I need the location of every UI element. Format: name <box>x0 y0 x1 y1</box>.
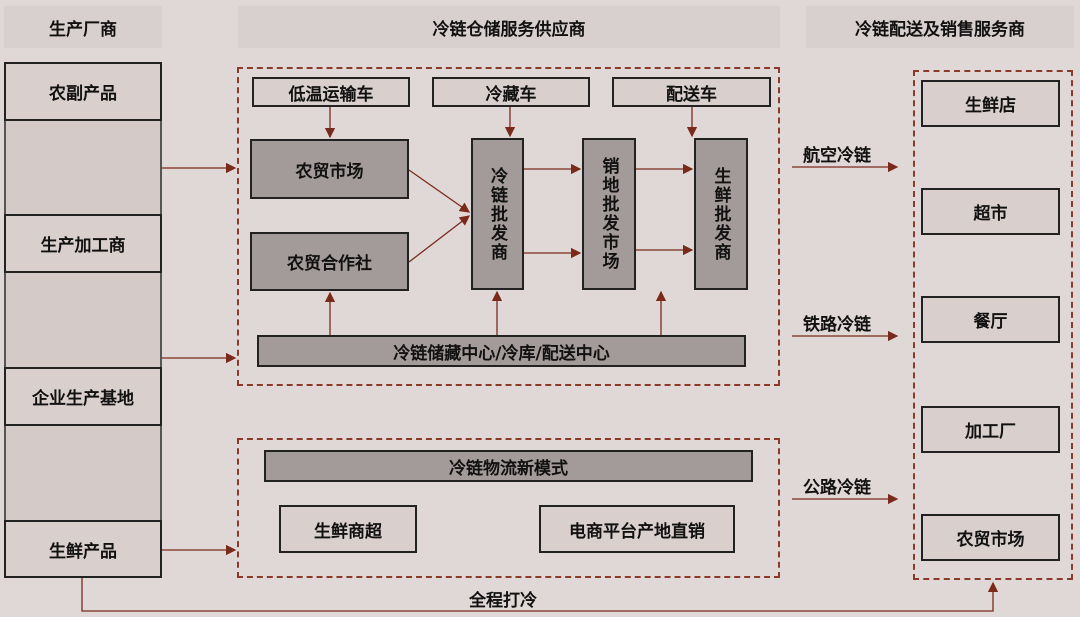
storage-center-box: 冷链储藏中心/冷库/配送中心 <box>257 335 746 367</box>
full-chain-label: 全程打冷 <box>469 591 537 611</box>
header-distribution: 冷链配送及销售服务商 <box>806 6 1074 48</box>
new-mode-item: 生鲜商超 <box>279 505 417 553</box>
retail-box: 生鲜店 <box>921 80 1060 127</box>
wholesale-box: 生鲜批发商 <box>694 138 748 290</box>
producer-box: 企业生产基地 <box>4 367 162 426</box>
channel-label: 铁路冷链 <box>803 315 871 335</box>
vehicle-box: 配送车 <box>612 77 771 107</box>
retail-box: 餐厅 <box>921 296 1060 343</box>
header-producers: 生产厂商 <box>4 6 162 48</box>
vehicle-box: 低温运输车 <box>252 77 410 107</box>
market-box: 农贸市场 <box>250 139 409 199</box>
arrow <box>408 169 471 213</box>
retail-box: 农贸市场 <box>921 514 1060 561</box>
market-box: 农贸合作社 <box>250 232 409 291</box>
wholesale-box: 冷链批发商 <box>471 138 524 290</box>
arrow <box>408 215 471 263</box>
retail-box: 超市 <box>921 188 1060 235</box>
retail-box: 加工厂 <box>921 406 1060 453</box>
new-mode-title: 冷链物流新模式 <box>264 450 753 482</box>
producer-column <box>4 62 162 578</box>
retail-group <box>913 70 1073 580</box>
channel-label: 航空冷链 <box>803 146 871 166</box>
vehicle-box: 冷藏车 <box>432 77 590 107</box>
storage-group <box>237 67 780 386</box>
new-mode-item: 电商平台产地直销 <box>539 505 735 553</box>
wholesale-box: 销地批发市场 <box>582 138 636 290</box>
producer-box: 生产加工商 <box>4 214 162 273</box>
channel-label: 公路冷链 <box>803 478 871 498</box>
producer-box: 生鲜产品 <box>4 520 162 578</box>
new-mode-group <box>237 438 780 578</box>
full-chain-arrow <box>81 578 999 612</box>
header-storage: 冷链仓储服务供应商 <box>238 6 780 48</box>
producer-box: 农副产品 <box>4 62 162 121</box>
